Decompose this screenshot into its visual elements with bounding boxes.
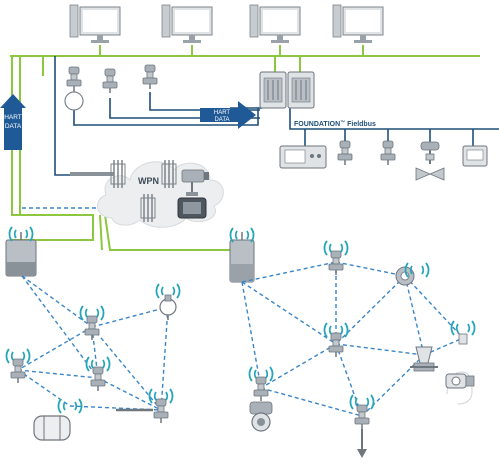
hart-label: HART xyxy=(4,114,22,121)
pressure-transmitter-icon xyxy=(64,66,84,111)
panel-display-icon xyxy=(462,145,488,167)
mesh-link xyxy=(91,306,169,328)
mesh-link xyxy=(241,281,337,345)
mesh-link xyxy=(335,343,363,417)
flowmeter-icon xyxy=(248,366,274,432)
green-network-lines xyxy=(10,45,480,251)
valve-icon xyxy=(415,141,445,181)
pressure-transmitter-icon xyxy=(116,388,174,424)
gateway-icon xyxy=(229,227,255,283)
data-label: DATA xyxy=(214,117,229,123)
flowmeter-icon xyxy=(445,371,475,405)
mesh-link xyxy=(335,261,406,277)
mesh-link xyxy=(404,275,425,356)
wireless-repeater-icon xyxy=(110,160,126,188)
pressure-transmitter-icon xyxy=(102,68,118,94)
fieldbus-recorder-icon xyxy=(279,145,327,169)
computer-monitor-icon xyxy=(69,4,121,44)
camera-icon xyxy=(181,169,209,196)
gateway-icon xyxy=(5,226,37,277)
mesh-link xyxy=(21,275,93,328)
mesh-link xyxy=(335,343,425,356)
wireless-sensor-icon xyxy=(395,262,430,286)
flowmeter-icon xyxy=(410,346,438,372)
wireless-repeater-icon xyxy=(140,194,156,222)
mesh-link xyxy=(260,343,337,389)
mesh-link xyxy=(241,261,337,283)
mesh-link xyxy=(97,377,162,411)
mesh-link xyxy=(69,405,162,411)
hart-data-arrow-left: HART DATA xyxy=(0,94,26,150)
mesh-link xyxy=(260,387,363,417)
pressure-transmitter-icon xyxy=(85,356,111,392)
hart-data-arrow-middle: HART DATA xyxy=(200,101,256,129)
mesh-link xyxy=(404,275,464,339)
fieldbus-controller-icon xyxy=(287,71,315,109)
foundation-fieldbus-label: FOUNDATION™ Fieldbus xyxy=(294,120,376,128)
fieldbus-controller-icon xyxy=(259,71,287,109)
handheld-communicator-icon xyxy=(177,197,207,219)
pressure-transmitter-icon xyxy=(337,140,353,166)
pressure-transmitter-icon xyxy=(349,394,375,458)
mesh-link xyxy=(17,369,71,407)
tank-icon xyxy=(33,398,83,441)
mesh-link xyxy=(91,326,162,411)
wireless-adapter-icon xyxy=(70,172,114,176)
pressure-transmitter-icon xyxy=(142,64,158,90)
computer-monitor-icon xyxy=(161,4,213,44)
wpn-label: WPN xyxy=(138,176,159,186)
pressure-transmitter-icon xyxy=(5,348,31,384)
mesh-link xyxy=(21,275,99,379)
pressure-transmitter-icon xyxy=(155,283,181,320)
wireless-repeater-icon xyxy=(161,160,177,188)
computer-monitor-icon xyxy=(249,4,301,44)
computer-monitor-icon xyxy=(332,4,384,44)
hart-label: HART xyxy=(214,110,231,116)
mesh-link xyxy=(17,369,99,379)
mesh-links xyxy=(17,261,464,417)
data-label: DATA xyxy=(5,123,22,130)
mesh-link xyxy=(160,306,169,411)
mesh-link xyxy=(241,281,262,389)
mesh-link xyxy=(17,326,93,371)
wireless-adapter-icon xyxy=(450,320,476,345)
pressure-transmitter-icon xyxy=(380,140,396,166)
pressure-transmitter-icon xyxy=(79,305,105,341)
pressure-transmitter-icon xyxy=(323,240,349,276)
